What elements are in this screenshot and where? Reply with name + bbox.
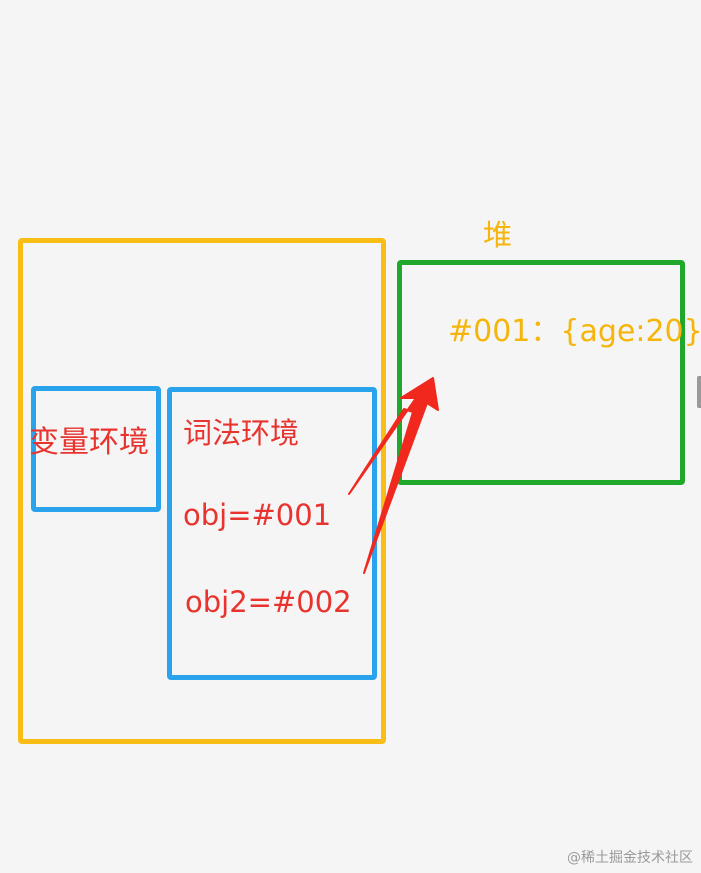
heap-label: 堆: [483, 218, 513, 252]
heap-box: [397, 260, 685, 485]
lexical-environment-label: 词法环境: [183, 416, 300, 450]
side-scroll-tab[interactable]: [697, 376, 701, 408]
execution-context-box: [18, 238, 386, 744]
lexical-entry-obj2: obj2=#002: [185, 585, 352, 619]
reference-arrow-icon: [348, 377, 439, 574]
watermark: @稀土掘金技术社区: [567, 850, 693, 866]
variable-environment-box: [31, 386, 161, 512]
lexical-environment-box: [167, 387, 377, 680]
lexical-entry-obj: obj=#001: [183, 498, 332, 532]
variable-environment-label: 变量环境: [29, 425, 149, 460]
heap-entry-001: #001：{age:20}: [448, 314, 701, 349]
